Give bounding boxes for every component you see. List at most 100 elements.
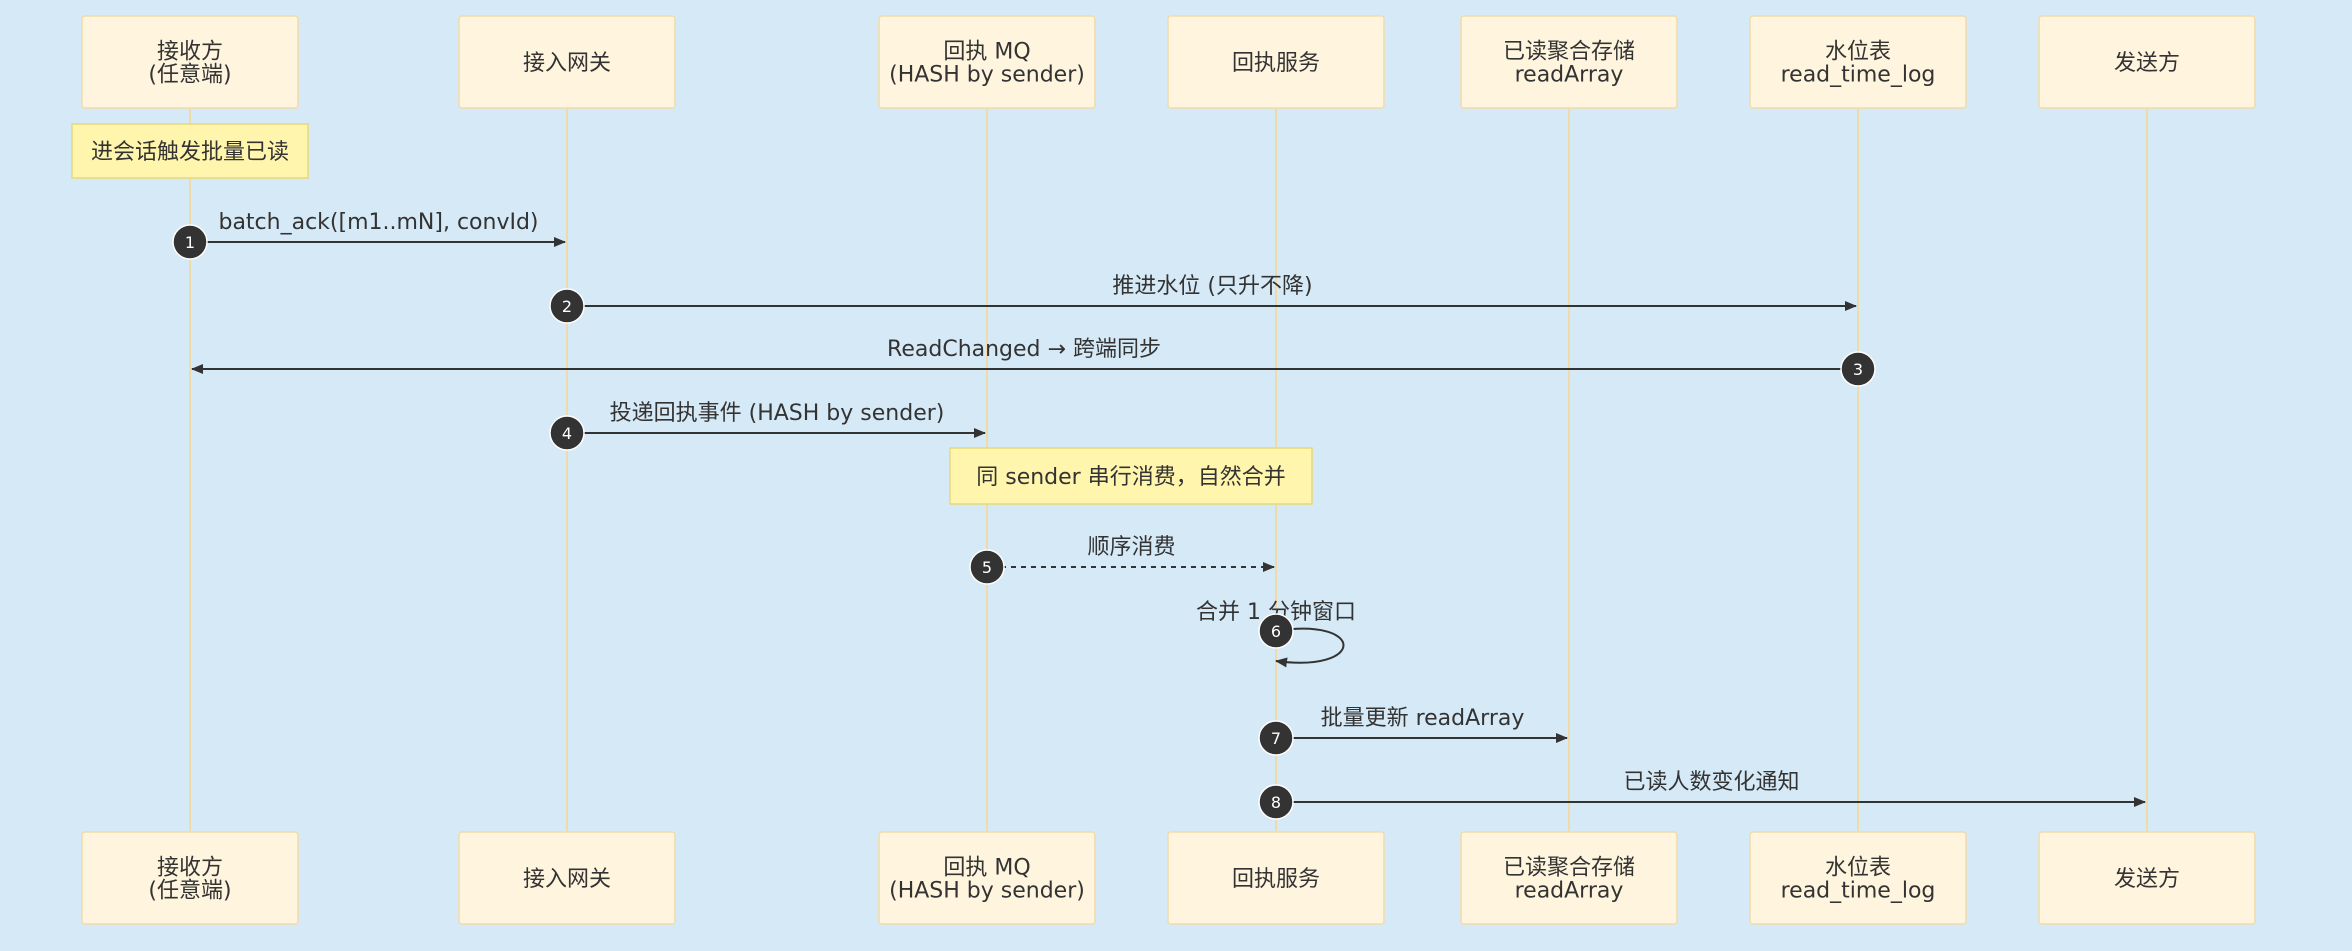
message-2: 推进水位 (只升不降) 2	[549, 274, 1857, 324]
actor-box	[1749, 15, 1967, 109]
message-1: batch_ack([m1..mN], convId) 1	[172, 210, 566, 260]
badge-circle	[1840, 351, 1876, 387]
message-5: 顺序消费 5	[969, 535, 1275, 585]
actor-label: (任意端)	[148, 879, 231, 904]
actor-mq-bottom: 回执 MQ(HASH by sender)	[878, 831, 1096, 925]
step-badge: 6	[1258, 613, 1294, 649]
actor-label: 水位表	[1825, 40, 1891, 65]
actor-label: (HASH by sender)	[889, 63, 1085, 88]
actor-label: (HASH by sender)	[889, 879, 1085, 904]
actor-label: 接收方	[157, 856, 223, 881]
message-label: 顺序消费	[1087, 535, 1175, 560]
actor-receiver-top: 接收方(任意端)	[81, 15, 299, 109]
actor-gateway-top: 接入网关	[458, 15, 676, 109]
badge-number: 3	[1853, 360, 1863, 379]
actors-top: 接收方(任意端) 接入网关 回执 MQ(HASH by sender) 回执服务 已读聚…	[81, 15, 2256, 109]
step-badge: 1	[172, 224, 208, 260]
step-badge: 8	[1258, 784, 1294, 820]
actor-receipt-service-top: 回执服务	[1167, 15, 1385, 109]
actor-label: readArray	[1515, 63, 1624, 88]
actor-box	[1167, 831, 1385, 925]
actor-label: read_time_log	[1781, 879, 1936, 904]
step-badge: 5	[969, 549, 1005, 585]
actor-gateway-bottom: 接入网关	[458, 831, 676, 925]
actor-sender-bottom: 发送方	[2038, 831, 2256, 925]
badge-number: 2	[562, 297, 572, 316]
actor-sender-top: 发送方	[2038, 15, 2256, 109]
badge-circle	[549, 288, 585, 324]
actor-box	[1460, 831, 1678, 925]
actor-receiver-bottom: 接收方(任意端)	[81, 831, 299, 925]
note-mq: 同 sender 串行消费，自然合并	[949, 447, 1313, 505]
actor-box	[2038, 831, 2256, 925]
note-text: 同 sender 串行消费，自然合并	[976, 465, 1285, 490]
badge-number: 8	[1271, 793, 1281, 812]
message-label: 已读人数变化通知	[1623, 770, 1799, 795]
message-3: ReadChanged → 跨端同步 3	[191, 337, 1876, 387]
actor-receipt-service-bottom: 回执服务	[1167, 831, 1385, 925]
message-label: 批量更新 readArray	[1321, 706, 1525, 731]
actor-label: 回执 MQ	[943, 856, 1030, 881]
message-4: 投递回执事件 (HASH by sender) 4	[549, 401, 986, 451]
actor-box	[81, 15, 299, 109]
actors-bottom: 接收方(任意端) 接入网关 回执 MQ(HASH by sender) 回执服务 已读聚…	[81, 831, 2256, 925]
actor-box	[878, 15, 1096, 109]
actor-label: readArray	[1515, 879, 1624, 904]
step-badge: 7	[1258, 720, 1294, 756]
actor-box	[1749, 831, 1967, 925]
badge-circle	[172, 224, 208, 260]
actor-label: 回执 MQ	[943, 40, 1030, 65]
message-label: ReadChanged → 跨端同步	[887, 337, 1161, 362]
note-receiver: 进会话触发批量已读	[71, 123, 309, 179]
actor-label: 接收方	[157, 40, 223, 65]
actor-label: (任意端)	[148, 63, 231, 88]
actor-label: 已读聚合存储	[1503, 856, 1635, 881]
badge-circle	[1258, 613, 1294, 649]
actor-label: read_time_log	[1781, 63, 1936, 88]
actor-label: 接入网关	[523, 51, 611, 76]
badge-number: 4	[562, 424, 572, 443]
note-box	[71, 123, 309, 179]
badge-number: 6	[1271, 622, 1281, 641]
actor-box	[458, 15, 676, 109]
actor-box	[878, 831, 1096, 925]
step-badge: 3	[1840, 351, 1876, 387]
message-arrow	[1275, 627, 1345, 668]
actor-mq-top: 回执 MQ(HASH by sender)	[878, 15, 1096, 109]
actor-box	[2038, 15, 2256, 109]
message-label: 推进水位 (只升不降)	[1112, 274, 1312, 299]
step-badge: 2	[549, 288, 585, 324]
actor-box	[1460, 15, 1678, 109]
badge-circle	[1258, 720, 1294, 756]
message-7: 批量更新 readArray 7	[1258, 706, 1568, 756]
badge-circle	[1258, 784, 1294, 820]
actor-label: 发送方	[2114, 51, 2180, 76]
actor-box	[458, 831, 676, 925]
actor-box	[81, 831, 299, 925]
actor-label: 水位表	[1825, 856, 1891, 881]
messages: batch_ack([m1..mN], convId) 1 推进水位 (只升不降) 2…	[172, 210, 2146, 820]
actor-label: 发送方	[2114, 867, 2180, 892]
note-box	[949, 447, 1313, 505]
badge-circle	[549, 415, 585, 451]
message-label: batch_ack([m1..mN], convId)	[218, 210, 538, 235]
message-label: 投递回执事件 (HASH by sender)	[610, 401, 945, 426]
actor-label: 接入网关	[523, 867, 611, 892]
badge-circle	[969, 549, 1005, 585]
badge-number: 7	[1271, 729, 1281, 748]
actor-label: 回执服务	[1232, 51, 1320, 76]
actor-box	[1167, 15, 1385, 109]
actor-label: 已读聚合存储	[1503, 40, 1635, 65]
step-badge: 4	[549, 415, 585, 451]
badge-number: 1	[185, 233, 195, 252]
message-8: 已读人数变化通知 8	[1258, 770, 2146, 820]
badge-number: 5	[982, 558, 992, 577]
actor-label: 回执服务	[1232, 867, 1320, 892]
